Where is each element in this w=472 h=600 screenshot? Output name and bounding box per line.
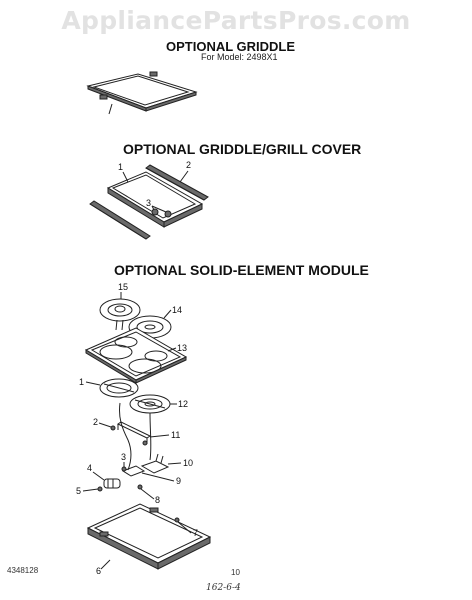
griddle-cover-title: OPTIONAL GRIDDLE/GRILL COVER — [123, 141, 362, 157]
module-title: OPTIONAL SOLID-ELEMENT MODULE — [114, 262, 369, 278]
griddle-cover-drawing — [89, 164, 209, 240]
module-drawing — [84, 298, 212, 570]
callout-7: 7 — [193, 528, 198, 538]
handwritten-note: 162-6-4 — [206, 583, 241, 593]
watermark: AppliancePartsPros.com — [61, 6, 411, 35]
callout-5-module: 5 — [76, 486, 81, 496]
callout-12: 12 — [178, 399, 188, 409]
griddle-drawing — [86, 71, 198, 115]
page-number: 10 — [231, 568, 240, 577]
callout-1: 1 — [118, 162, 123, 172]
callout-6-module: 6 — [96, 566, 101, 576]
callout-14: 14 — [172, 305, 182, 315]
griddle-cover-callouts: 1 2 3 — [118, 160, 191, 213]
callout-1-module: 1 — [79, 377, 84, 387]
callout-4-module: 4 — [87, 463, 92, 473]
griddle-title: OPTIONAL GRIDDLE — [166, 39, 296, 54]
callout-10: 10 — [183, 458, 193, 468]
griddle-model-note: For Model: 2498X1 — [201, 52, 278, 62]
callout-15: 15 — [118, 282, 128, 292]
callout-3-module: 3 — [121, 452, 126, 462]
callout-2-module: 2 — [93, 417, 98, 427]
callout-13: 13 — [177, 343, 187, 353]
callout-3: 3 — [146, 198, 151, 208]
callout-2: 2 — [186, 160, 191, 170]
module-callouts: 15 14 13 1 12 2 11 3 10 4 9 5 8 7 6 — [76, 282, 198, 576]
document-number: 4348128 — [7, 566, 39, 575]
callout-9: 9 — [176, 476, 181, 486]
callout-11: 11 — [171, 430, 180, 440]
callout-8: 8 — [155, 495, 160, 505]
